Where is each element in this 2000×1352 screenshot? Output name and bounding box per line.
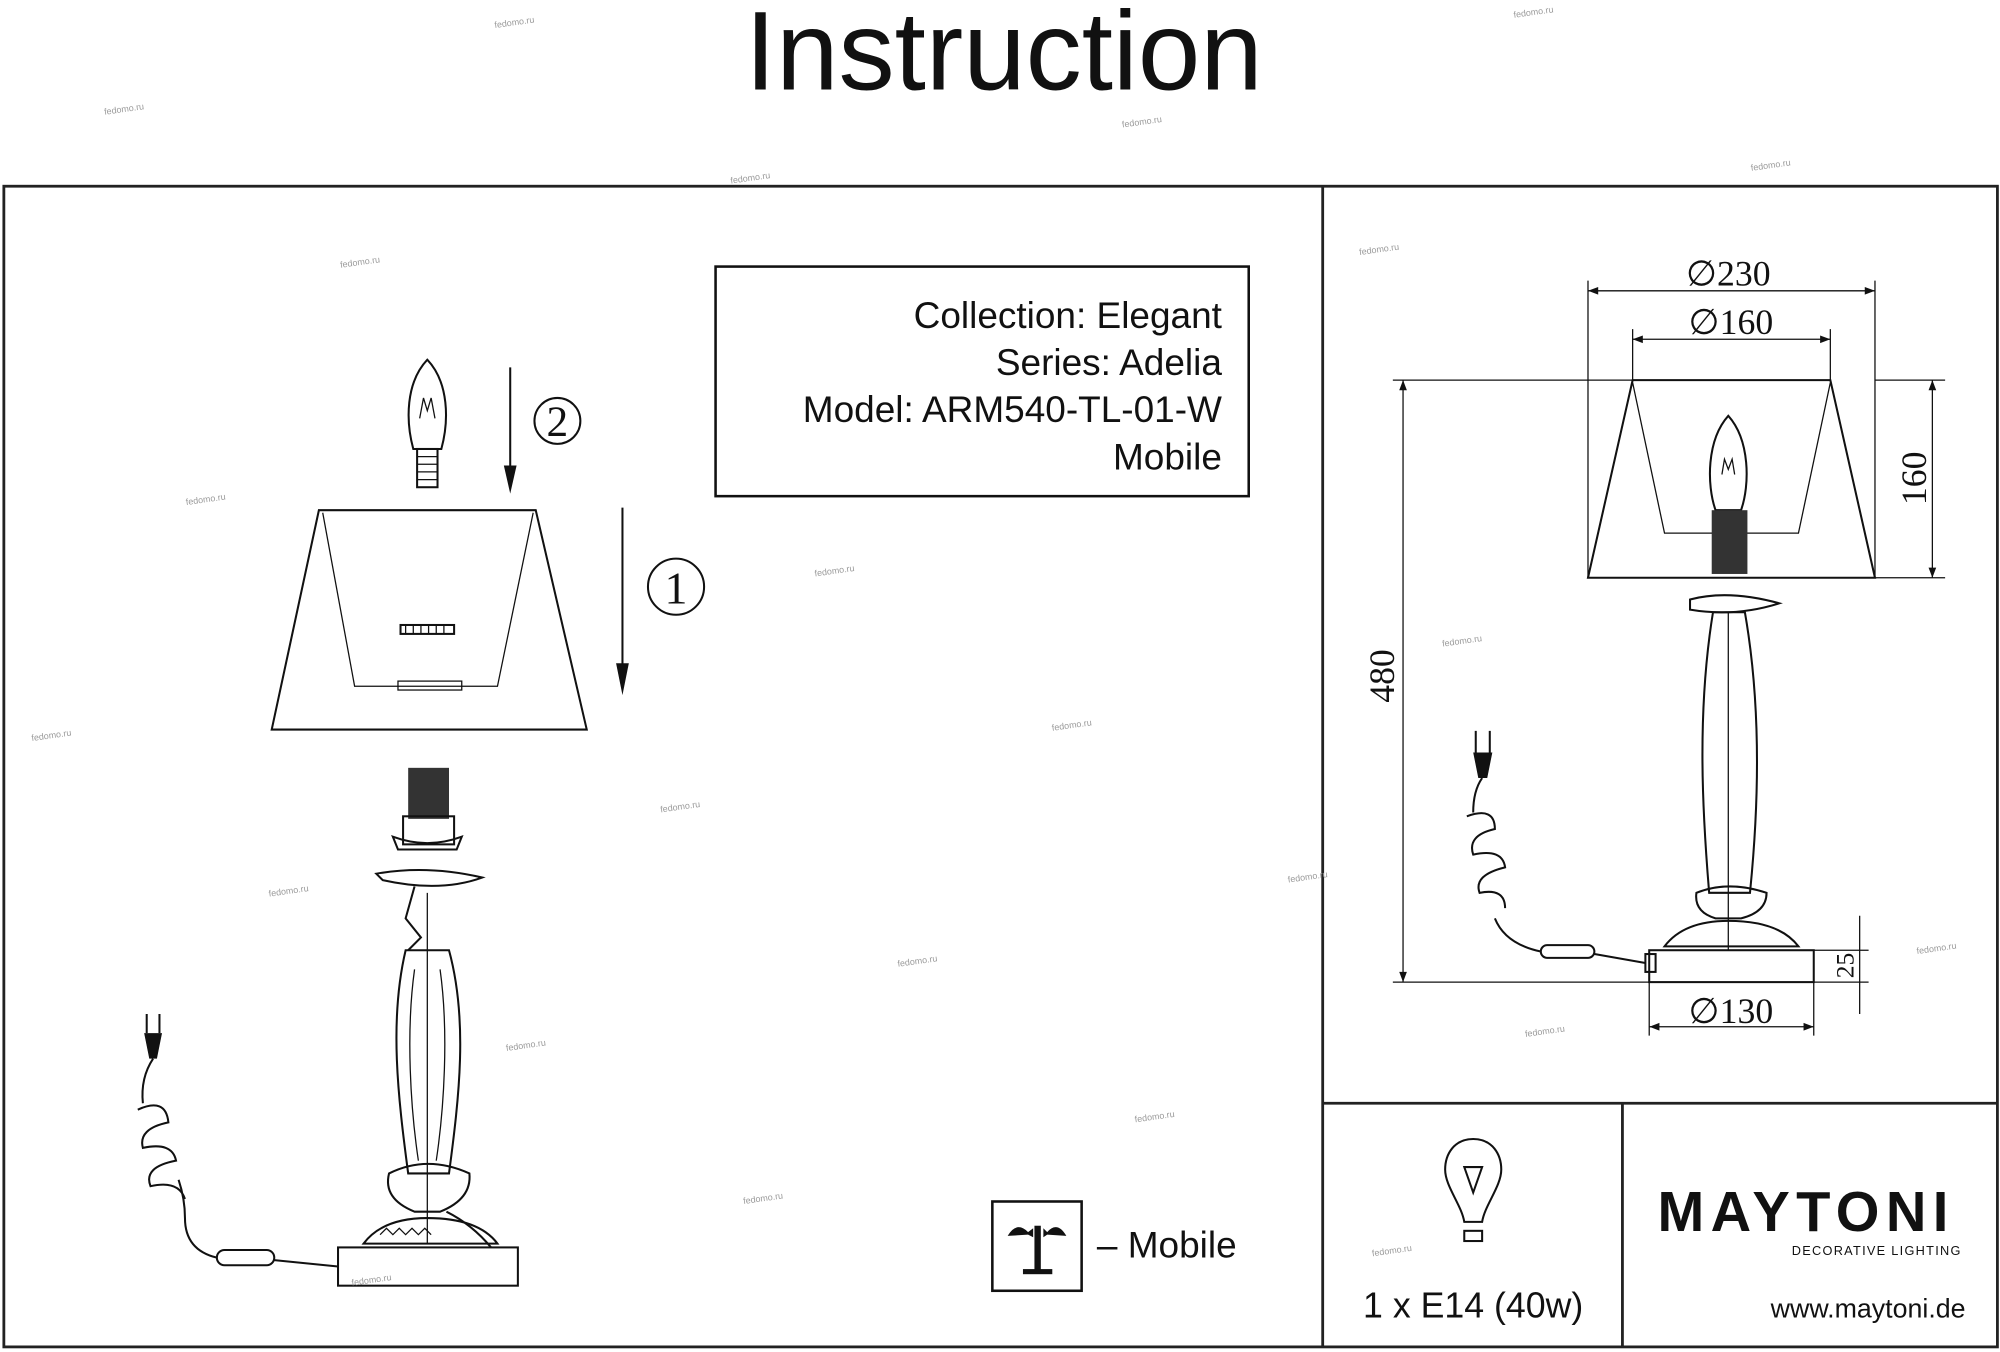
lamp-base (337, 767, 519, 1287)
type-label: Mobile (1113, 436, 1222, 477)
bulb-icon (407, 358, 447, 489)
watermark: fedomo.ru (339, 254, 380, 269)
watermark: fedomo.ru (1121, 114, 1162, 129)
watermark: fedomo.ru (897, 953, 938, 968)
watermark: fedomo.ru (185, 492, 226, 507)
dimension-shade-diameter: ∅230 (1686, 254, 1771, 294)
info-box: Collection: Elegant Series: Adelia Model… (714, 265, 1250, 498)
arrow-down-icon (503, 367, 629, 696)
watermark: fedomo.ru (730, 170, 771, 185)
watermark: fedomo.ru (104, 101, 145, 116)
step-2-number: 2 (547, 398, 569, 446)
watermark: fedomo.ru (1359, 242, 1400, 257)
brand-logo: MAYTONI (1658, 1180, 1955, 1243)
watermark: fedomo.ru (1750, 157, 1791, 172)
step-1-number: 1 (665, 562, 688, 613)
watermarks: fedomo.ru fedomo.ru fedomo.ru fedomo.ru … (31, 4, 1957, 1287)
watermark: fedomo.ru (505, 1037, 546, 1052)
website-link[interactable]: www.maytoni.de (1770, 1294, 1966, 1324)
watermark: fedomo.ru (1524, 1023, 1565, 1038)
mobile-icon (991, 1200, 1083, 1293)
dimension-base-height: 25 (1830, 953, 1859, 978)
watermark: fedomo.ru (494, 15, 535, 30)
dimension-base-diameter: ∅130 (1689, 991, 1774, 1031)
watermark: fedomo.ru (1051, 717, 1092, 732)
dimension-drawing: ∅230 ∅160 160 480 25 ∅130 (1362, 254, 1946, 1036)
watermark: fedomo.ru (31, 728, 72, 743)
watermark: fedomo.ru (1371, 1243, 1412, 1258)
watermark: fedomo.ru (1513, 4, 1554, 19)
assembly-drawing: 2 1 (137, 358, 706, 1287)
watermark: fedomo.ru (268, 883, 309, 898)
mobile-label: – Mobile (1097, 1225, 1237, 1266)
dimension-shade-top-diameter: ∅160 (1689, 302, 1774, 342)
power-cord (137, 1014, 339, 1268)
lamp-shade (270, 509, 589, 731)
bulb-spec-text: 1 x E14 (40w) (1363, 1286, 1583, 1326)
lightbulb-icon (1444, 1137, 1503, 1223)
collection-label: Collection: Elegant (914, 295, 1222, 336)
watermark: fedomo.ru (814, 563, 855, 578)
model-label: Model: ARM540-TL-01-W (803, 389, 1222, 430)
series-label: Series: Adelia (996, 342, 1222, 383)
watermark: fedomo.ru (1134, 1109, 1175, 1124)
watermark: fedomo.ru (1441, 633, 1482, 648)
dimension-shade-height: 160 (1894, 452, 1934, 506)
watermark: fedomo.ru (743, 1191, 784, 1206)
page-title: Instruction (745, 0, 1263, 113)
watermark: fedomo.ru (1916, 941, 1957, 956)
dimension-total-height: 480 (1362, 649, 1402, 703)
watermark: fedomo.ru (660, 799, 701, 814)
outer-frame (2, 184, 1999, 1349)
bulb-spec: 1 x E14 (40w) (1363, 1137, 1583, 1326)
mobile-legend: – Mobile (991, 1200, 1237, 1293)
brand-block: MAYTONI DECORATIVE LIGHTING www.maytoni.… (1658, 1180, 1966, 1324)
brand-tagline: DECORATIVE LIGHTING (1792, 1243, 1962, 1258)
